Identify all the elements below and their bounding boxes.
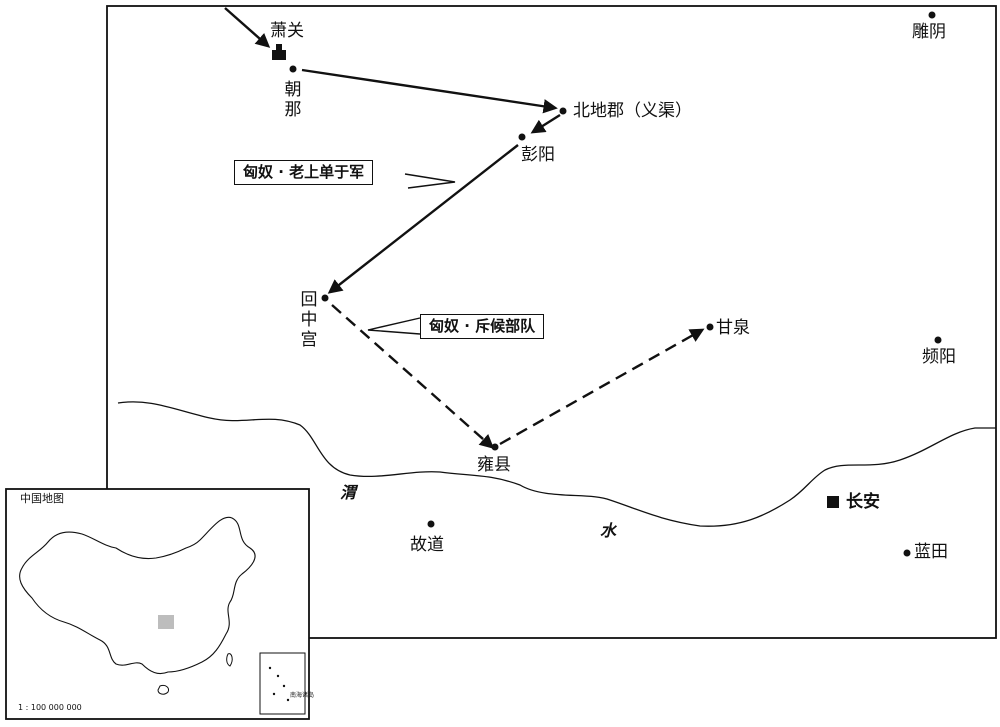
- route-huizhong-yong: [331, 304, 495, 449]
- label-huizhonggong: 回中宫: [300, 290, 318, 351]
- changan-marker: [827, 496, 839, 508]
- ganquan-dot: [706, 323, 714, 331]
- label-changan: 长安: [846, 492, 880, 512]
- label-pengyang: 彭阳: [521, 145, 555, 165]
- wei-river: [117, 401, 996, 527]
- callout-scouts: 匈奴 · 斥候部队: [420, 314, 545, 339]
- inset-title: 中国地图: [20, 492, 64, 505]
- label-xiaoguan: 萧关: [270, 21, 304, 41]
- xiaoguan-marker-top: [276, 44, 282, 50]
- label-ganquan: 甘泉: [716, 318, 750, 338]
- route-beidi-pengyang: [530, 113, 561, 134]
- south-sea-island: [276, 674, 280, 678]
- label-gudao: 故道: [410, 535, 444, 555]
- callout-pointer-scouts: [367, 317, 421, 335]
- yongxian-dot: [491, 443, 499, 451]
- study-area-marker: [158, 615, 174, 629]
- south-sea-island: [268, 666, 272, 670]
- label-pinyang: 频阳: [922, 347, 956, 367]
- label-lantian: 蓝田: [914, 542, 948, 562]
- label-river-shui: 水: [600, 521, 617, 540]
- south-sea-island: [282, 684, 286, 688]
- callout-main-army: 匈奴 · 老上单于军: [234, 160, 374, 185]
- route-pengyang-huizhong: [327, 144, 519, 294]
- china-outline: [19, 516, 256, 675]
- label-diaoyin: 雕阴: [912, 22, 946, 42]
- route-chaona-beidi: [301, 68, 558, 114]
- beidi-dot: [559, 107, 567, 115]
- main-map-frame: [106, 5, 997, 639]
- chaona-dot: [289, 65, 297, 73]
- hainan-island: [157, 685, 169, 695]
- lantian-dot: [903, 549, 911, 557]
- inset-scale: 1 : 100 000 000: [18, 703, 82, 712]
- south-sea-island: [286, 698, 290, 702]
- inset-sea-label: 南海诸岛: [290, 692, 315, 699]
- south-sea-island: [272, 692, 276, 696]
- gudao-dot: [427, 520, 435, 528]
- route-entry-arrow: [224, 7, 271, 48]
- pinyang-dot: [934, 336, 942, 344]
- route-yong-ganquan: [499, 328, 705, 446]
- diaoyin-dot: [928, 11, 936, 19]
- label-chaona: 朝那: [284, 80, 302, 121]
- pengyang-dot: [518, 133, 526, 141]
- south-sea-box: [259, 652, 306, 715]
- label-river-wei: 渭: [340, 483, 357, 502]
- xiaoguan-marker: [272, 50, 286, 60]
- label-yongxian: 雍县: [477, 455, 511, 475]
- callout-pointer-main: [404, 173, 456, 189]
- label-beidi: 北地郡（义渠）: [573, 101, 692, 121]
- huizhonggong-dot: [321, 294, 329, 302]
- taiwan-island: [226, 653, 233, 667]
